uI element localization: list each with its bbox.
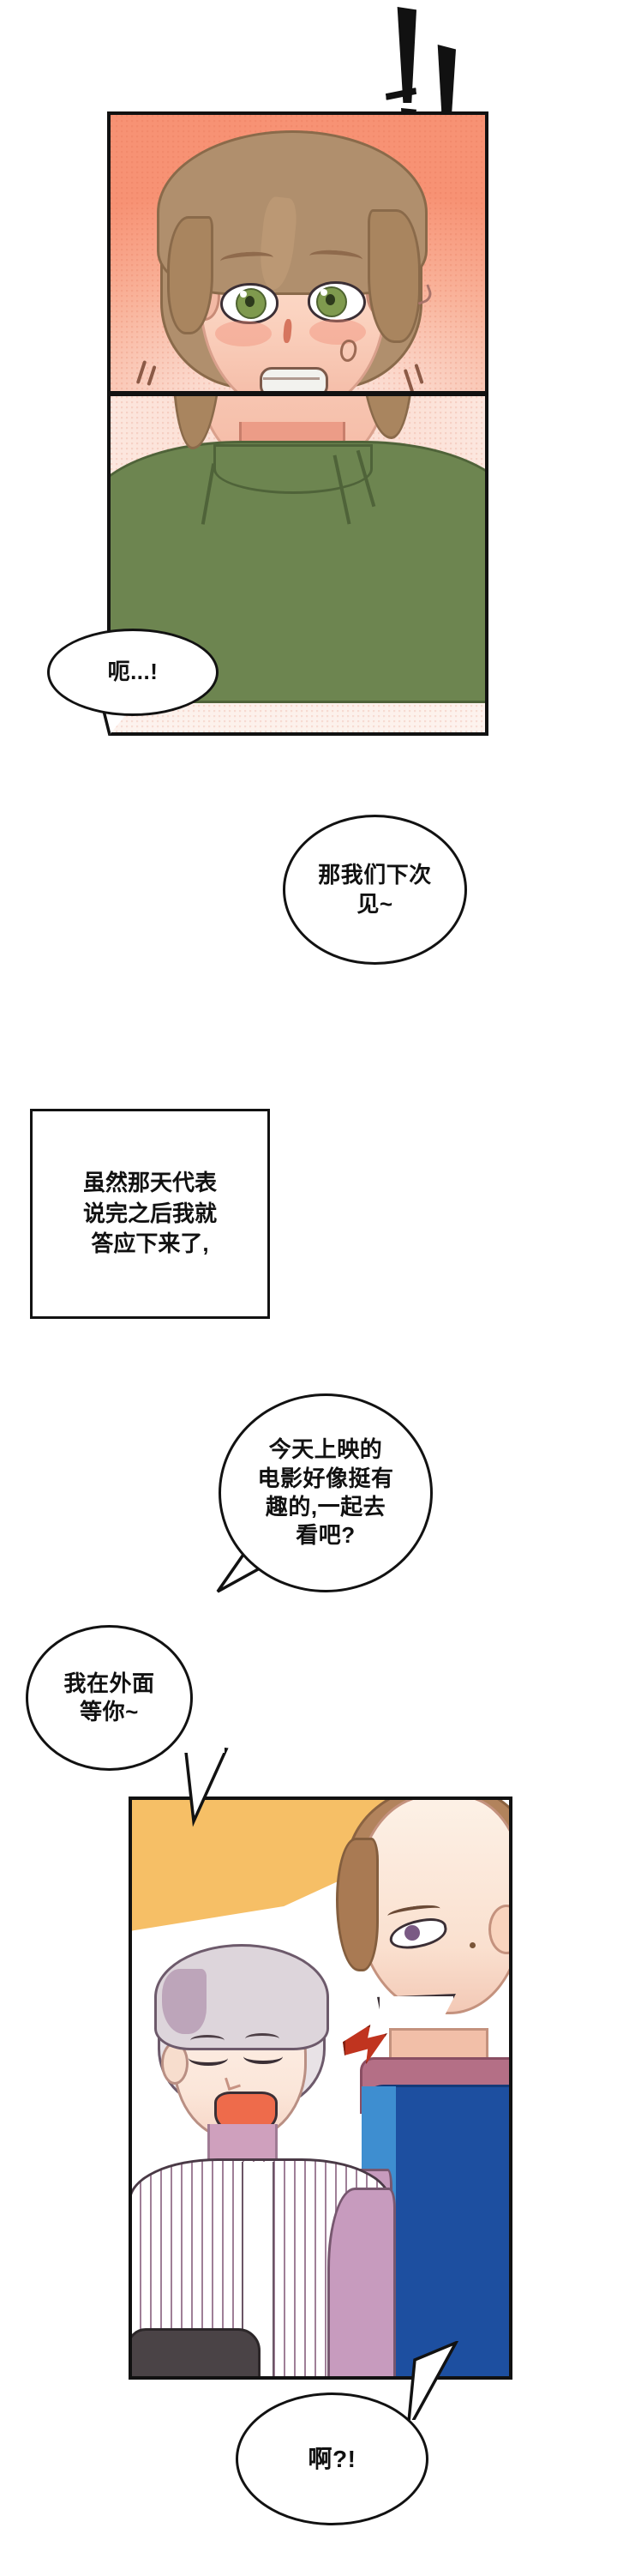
hair-strand-left xyxy=(167,216,213,334)
left-boy-eye-left-closed xyxy=(189,2050,228,2066)
speech-bubble-5[interactable]: 啊?! xyxy=(236,2392,428,2525)
right-boy-sidelock xyxy=(336,1838,379,1971)
mouth xyxy=(260,367,328,391)
left-boy-eyebrow-right xyxy=(245,2033,279,2044)
speech-bubble-5-text: 啊?! xyxy=(308,2445,356,2472)
shirt-collar xyxy=(213,444,373,494)
speech-bubble-4[interactable]: 我在外面 等你~ xyxy=(26,1625,193,1771)
left-boy-pink-sleeve xyxy=(327,2188,396,2376)
pupil-left xyxy=(245,296,255,307)
blush-right xyxy=(309,319,366,345)
left-boy-eye-right-closed xyxy=(243,2049,283,2064)
narration-box-1-text: 虽然那天代表 说完之后我就 答应下来了, xyxy=(82,1169,217,1257)
eye-highlight-right xyxy=(320,289,327,296)
exclamation-stroke-1 xyxy=(397,7,416,103)
speech-bubble-3-text: 今天上映的 电影好像挺有 趣的,一起去 看吧? xyxy=(257,1436,394,1549)
pupil-right xyxy=(326,294,335,305)
left-boy-eyebrow-left xyxy=(190,2035,225,2046)
eye-highlight-left xyxy=(240,291,247,298)
panel-two-boys xyxy=(129,1797,512,2380)
right-boy-mole xyxy=(470,1942,476,1948)
bubble-4-tail xyxy=(182,1742,229,1827)
blush-left xyxy=(215,321,272,346)
hair-strand-right xyxy=(368,209,421,343)
panel-shocked-boy-top xyxy=(107,111,488,394)
narration-box-1[interactable]: 虽然那天代表 说完之后我就 答应下来了, xyxy=(30,1109,270,1319)
speech-bubble-2-text: 那我们下次 见~ xyxy=(318,862,432,917)
left-boy-hair-front xyxy=(154,1944,329,2050)
speech-bubble-4-text: 我在外面 等你~ xyxy=(63,1670,155,1724)
speech-bubble-1-text: 呃...! xyxy=(107,659,159,685)
speech-bubble-3[interactable]: 今天上映的 电影好像挺有 趣的,一起去 看吧? xyxy=(219,1393,433,1592)
speech-bubble-2[interactable]: 那我们下次 见~ xyxy=(283,815,467,965)
speech-bubble-1[interactable]: 呃...! xyxy=(47,629,219,716)
bubble-5-tail xyxy=(403,2339,459,2434)
right-boy-pupil xyxy=(404,1925,420,1941)
right-boy-head xyxy=(356,1800,509,2014)
left-boy-dark-bag xyxy=(132,2328,261,2376)
mouth-teeth-line xyxy=(263,377,320,380)
shock-tick-1 xyxy=(386,87,417,100)
